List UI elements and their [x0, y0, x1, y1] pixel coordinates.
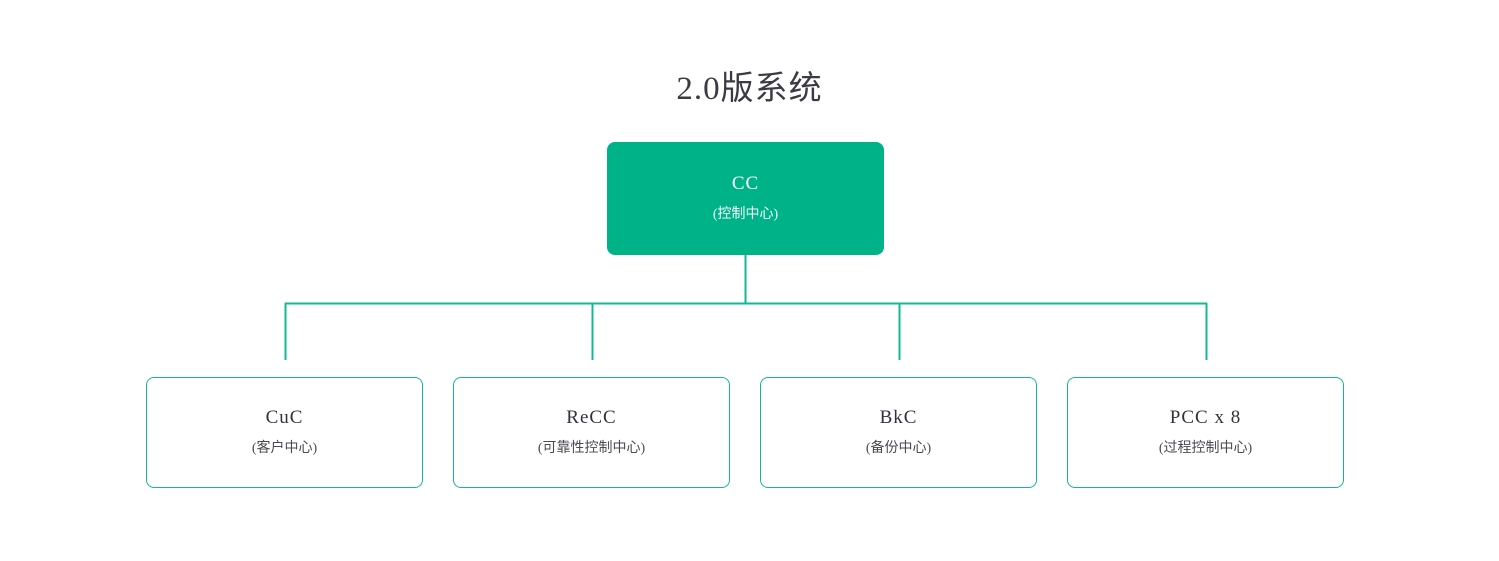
node-pcc-name: (过程控制中心): [1158, 441, 1253, 456]
node-cc-code: CC: [731, 173, 760, 194]
node-bkc-code: BkC: [879, 407, 918, 428]
node-cuc-name: (客户中心): [251, 441, 318, 456]
node-cuc-code: CuC: [265, 407, 304, 428]
node-bkc-name: (备份中心): [865, 441, 932, 456]
node-recc-name: (可靠性控制中心): [537, 441, 646, 456]
node-pcc-code: PCC x 8: [1169, 407, 1242, 428]
node-recc-code: ReCC: [566, 407, 617, 428]
node-cc[interactable]: CC (控制中心): [607, 142, 884, 255]
node-pcc[interactable]: PCC x 8 (过程控制中心): [1067, 377, 1344, 488]
node-cuc[interactable]: CuC (客户中心): [146, 377, 423, 488]
node-cc-name: (控制中心): [712, 207, 779, 222]
node-bkc[interactable]: BkC (备份中心): [760, 377, 1037, 488]
node-recc[interactable]: ReCC (可靠性控制中心): [453, 377, 730, 488]
page-title: 2.0版系统: [676, 71, 823, 107]
